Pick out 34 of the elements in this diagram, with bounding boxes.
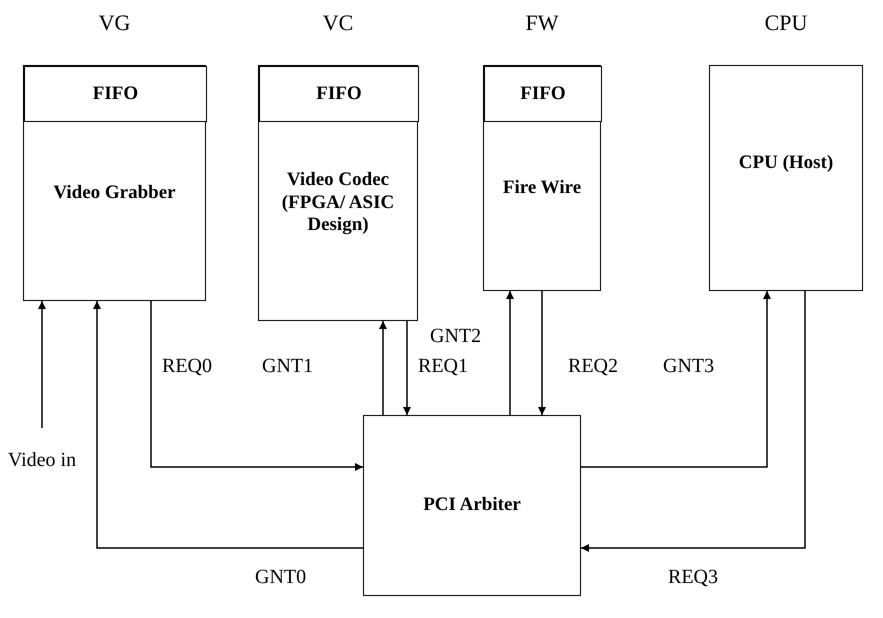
arrow xyxy=(403,321,411,415)
arrow xyxy=(93,301,363,549)
box-label: FIFO xyxy=(316,82,362,106)
arrow xyxy=(581,291,806,552)
component-heading: VG xyxy=(98,10,132,36)
input-label: Video in xyxy=(8,448,76,472)
edge-label: REQ3 xyxy=(668,566,718,589)
component-heading: FW xyxy=(524,10,560,36)
arrow xyxy=(150,301,363,471)
edge-label: GNT2 xyxy=(430,325,482,348)
edge-label: REQ0 xyxy=(162,355,212,378)
component-name: Fire Wire xyxy=(502,176,582,200)
component-heading: CPU xyxy=(764,10,808,36)
arrow xyxy=(506,291,514,415)
arrow xyxy=(38,301,46,428)
edge-label: GNT3 xyxy=(663,355,714,378)
box-label: PCI Arbiter xyxy=(423,494,521,517)
edge-label: GNT0 xyxy=(255,566,306,589)
fifo-box xyxy=(484,66,602,122)
fifo-box xyxy=(259,66,419,122)
arrow xyxy=(538,291,546,415)
edge-label: REQ2 xyxy=(568,355,618,378)
arrow xyxy=(581,291,771,468)
box-label: FIFO xyxy=(520,82,566,106)
arrow xyxy=(379,321,387,415)
box-label: FIFO xyxy=(92,82,138,106)
edge-label: REQ1 xyxy=(418,355,468,378)
component-name: CPU (Host) xyxy=(738,152,834,174)
component-heading: VC xyxy=(322,10,354,36)
fifo-box xyxy=(24,66,207,122)
arbiter-box xyxy=(363,415,581,596)
component-name: Video Grabber xyxy=(53,182,176,204)
edge-label: GNT1 xyxy=(262,355,314,378)
component-name: Video Codec (FPGA/ ASIC Design) xyxy=(280,168,396,238)
